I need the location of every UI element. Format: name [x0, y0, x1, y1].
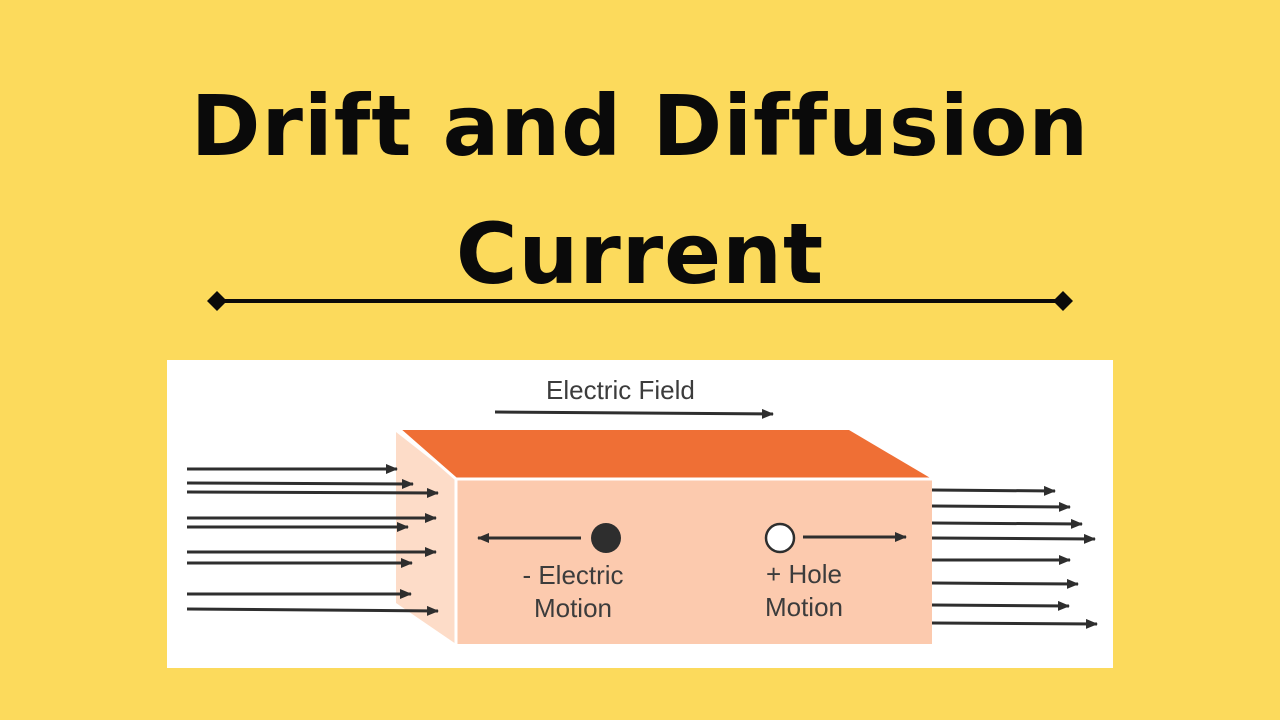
outgoing-current-arrows	[931, 485, 1098, 629]
electric-field-arrow	[494, 408, 774, 419]
electron-label-line-1: - Electric	[522, 560, 623, 590]
divider-right-diamond	[1053, 291, 1073, 311]
title-line-2: Current	[455, 205, 825, 303]
block-corner-edge	[399, 428, 457, 481]
outgoing-arrow	[931, 518, 1083, 529]
incoming-arrow	[186, 478, 414, 489]
hole-label-line-1: + Hole	[766, 559, 842, 589]
outgoing-arrow	[931, 533, 1096, 544]
block-top-face	[400, 430, 932, 479]
incoming-arrow	[186, 605, 439, 616]
incoming-arrow	[186, 487, 439, 498]
title-divider	[207, 291, 1073, 311]
electron-dot	[591, 523, 621, 553]
hole-circle	[764, 522, 796, 554]
semiconductor-diagram: Electric Field - Electri	[186, 375, 1098, 644]
diagram-panel: Electric Field - Electri	[167, 360, 1113, 668]
incoming-current-arrows	[186, 464, 439, 616]
title-line-1: Drift and Diffusion	[190, 77, 1090, 175]
electric-field-label: Electric Field	[546, 375, 695, 405]
divider-left-diamond	[207, 291, 227, 311]
outgoing-arrow	[931, 600, 1070, 611]
outgoing-arrow	[931, 578, 1079, 589]
hole-label-line-2: Motion	[765, 592, 843, 622]
outgoing-arrow	[931, 485, 1056, 496]
block-front-face	[456, 479, 932, 644]
electron-label-line-2: Motion	[534, 593, 612, 623]
outgoing-arrow	[931, 501, 1071, 512]
outgoing-arrow	[931, 618, 1098, 629]
